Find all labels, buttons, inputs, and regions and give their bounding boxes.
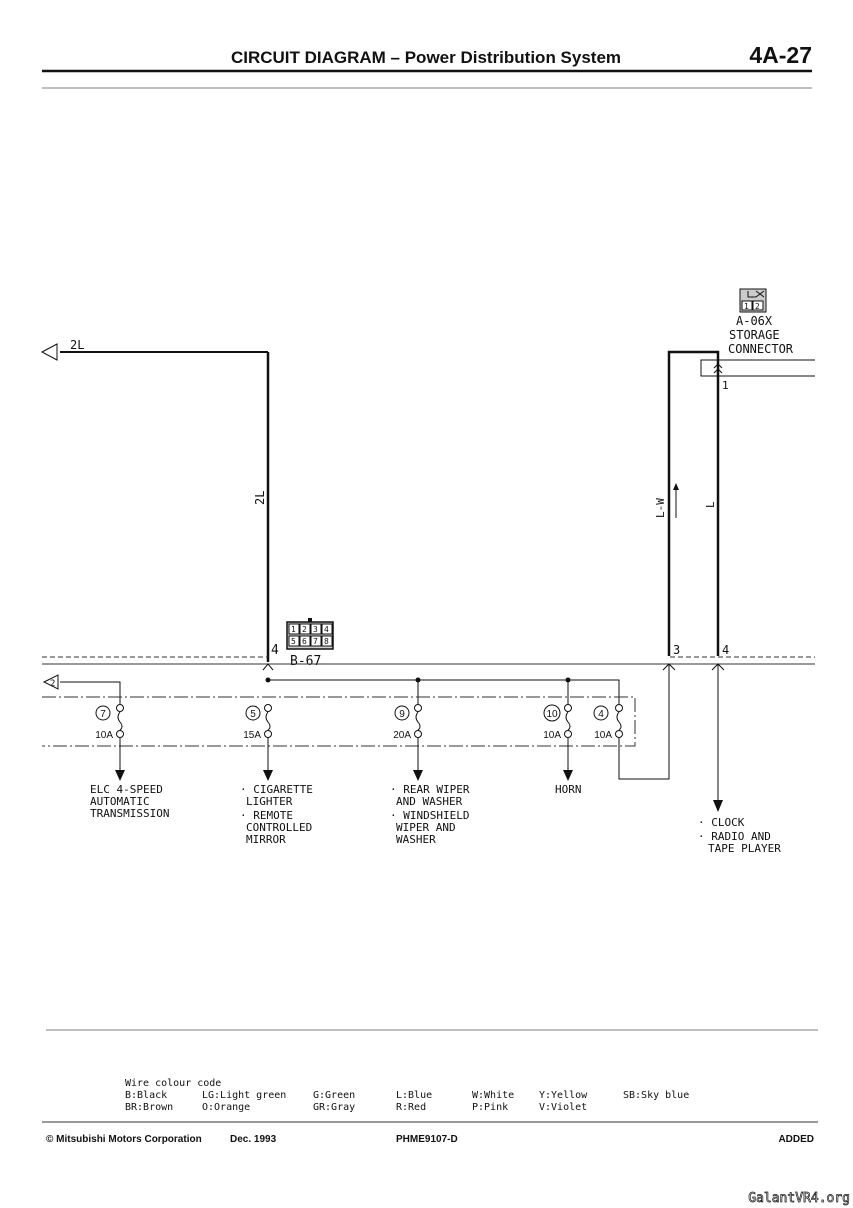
fuse-7: 7 10A bbox=[95, 704, 124, 741]
footer-date: Dec. 1993 bbox=[230, 1134, 277, 1145]
svg-text:20A: 20A bbox=[393, 730, 411, 741]
wire-label: L-W bbox=[654, 498, 667, 518]
pin-label: 4 bbox=[271, 643, 279, 658]
pin-label: 3 bbox=[673, 643, 680, 657]
legend-title: Wire colour code bbox=[125, 1078, 221, 1089]
svg-text:Y:Yellow: Y:Yellow bbox=[539, 1090, 588, 1101]
svg-text:3: 3 bbox=[313, 625, 318, 634]
svg-text:10: 10 bbox=[546, 709, 558, 720]
pin-label: 4 bbox=[722, 643, 729, 657]
branch-ref: 2 bbox=[50, 679, 55, 689]
load-label: · CIGARETTE bbox=[240, 783, 313, 796]
load-arrows bbox=[115, 664, 670, 781]
svg-text:10A: 10A bbox=[95, 730, 113, 741]
fuse-box-outline bbox=[42, 696, 636, 747]
svg-text:O:Orange: O:Orange bbox=[202, 1102, 250, 1113]
connector-name: B-67 bbox=[290, 654, 321, 669]
svg-text:1: 1 bbox=[744, 302, 749, 311]
svg-text:7: 7 bbox=[100, 709, 106, 720]
load-label: ELC 4-SPEED bbox=[90, 783, 163, 796]
svg-text:W:White: W:White bbox=[472, 1090, 514, 1101]
svg-text:G:Green: G:Green bbox=[313, 1090, 355, 1101]
load-label: TAPE PLAYER bbox=[708, 842, 781, 855]
junction-dot bbox=[265, 677, 271, 683]
wire-colour-code: Wire colour code B:Black LG:Light green … bbox=[125, 1078, 689, 1113]
fuse-5: 5 15A bbox=[243, 704, 272, 741]
watermark: GalantVR4.org bbox=[748, 1191, 850, 1206]
svg-text:1: 1 bbox=[291, 625, 296, 634]
load-label: AND WASHER bbox=[396, 795, 463, 808]
connector-arrow-icon bbox=[42, 674, 59, 690]
svg-text:2: 2 bbox=[755, 302, 760, 311]
svg-text:5: 5 bbox=[291, 637, 296, 646]
load-labels: ELC 4-SPEED AUTOMATIC TRANSMISSION · CIG… bbox=[90, 783, 781, 855]
connector-b67: 1 2 3 4 5 6 7 8 4 B-67 bbox=[271, 618, 334, 669]
load-label: HORN bbox=[555, 783, 582, 796]
load-label: CONTROLLED bbox=[246, 821, 312, 834]
connector-name: A-06X bbox=[736, 314, 773, 328]
load-label: · REMOTE bbox=[240, 809, 293, 822]
connector-desc: STORAGE bbox=[729, 328, 780, 342]
connector-desc: CONNECTOR bbox=[728, 342, 794, 356]
svg-text:6: 6 bbox=[302, 637, 307, 646]
svg-text:B:Black: B:Black bbox=[125, 1090, 167, 1101]
connector-pin-marks bbox=[262, 663, 725, 671]
load-label: · REAR WIPER bbox=[390, 783, 470, 796]
page-number: 4A-27 bbox=[749, 42, 812, 68]
copyright: © Mitsubishi Motors Corporation bbox=[46, 1134, 202, 1145]
svg-text:L:Blue: L:Blue bbox=[396, 1090, 432, 1101]
load-label: LIGHTER bbox=[246, 795, 293, 808]
svg-text:LG:Light green: LG:Light green bbox=[202, 1090, 286, 1101]
status-label: ADDED bbox=[778, 1134, 814, 1145]
load-label: TRANSMISSION bbox=[90, 807, 169, 820]
connector-a06x: 1 2 A-06X STORAGE CONNECTOR 1 bbox=[700, 288, 815, 392]
load-label: · WINDSHIELD bbox=[390, 809, 469, 822]
load-label: AUTOMATIC bbox=[90, 795, 150, 808]
pin-label: 1 bbox=[722, 379, 729, 392]
svg-text:15A: 15A bbox=[243, 730, 261, 741]
svg-text:5: 5 bbox=[250, 709, 256, 720]
svg-text:BR:Brown: BR:Brown bbox=[125, 1102, 173, 1113]
wire-label: 2L bbox=[253, 491, 267, 505]
wire-2l: 2L 2L bbox=[40, 338, 270, 662]
connector-arrow-icon bbox=[40, 343, 58, 361]
load-label: · CLOCK bbox=[698, 816, 745, 829]
document-code: PHME9107-D bbox=[396, 1134, 458, 1145]
svg-text:V:Violet: V:Violet bbox=[539, 1102, 587, 1113]
load-label: · RADIO AND bbox=[698, 830, 771, 843]
wire-lw-loop: L-W L 3 4 bbox=[654, 350, 729, 812]
svg-text:4: 4 bbox=[598, 709, 604, 720]
page-title: CIRCUIT DIAGRAM – Power Distribution Sys… bbox=[231, 48, 621, 67]
svg-text:R:Red: R:Red bbox=[396, 1102, 426, 1113]
fuse-10: 10 10A bbox=[543, 704, 572, 741]
load-label: WASHER bbox=[396, 833, 436, 846]
svg-text:10A: 10A bbox=[594, 730, 612, 741]
load-label: MIRROR bbox=[246, 833, 286, 846]
svg-text:8: 8 bbox=[324, 637, 329, 646]
svg-text:2: 2 bbox=[302, 625, 307, 634]
svg-text:10A: 10A bbox=[543, 730, 561, 741]
svg-text:9: 9 bbox=[399, 709, 405, 720]
wire-label: L bbox=[704, 501, 717, 508]
svg-text:GR:Gray: GR:Gray bbox=[313, 1102, 355, 1113]
load-label: WIPER AND bbox=[396, 821, 456, 834]
fuse-9: 9 20A bbox=[393, 704, 422, 741]
svg-text:P:Pink: P:Pink bbox=[472, 1102, 508, 1113]
fuse-4: 4 10A bbox=[593, 704, 623, 741]
svg-text:SB:Sky blue: SB:Sky blue bbox=[623, 1090, 689, 1101]
svg-text:7: 7 bbox=[313, 637, 318, 646]
svg-text:4: 4 bbox=[324, 625, 329, 634]
wire-label: 2L bbox=[70, 338, 84, 352]
